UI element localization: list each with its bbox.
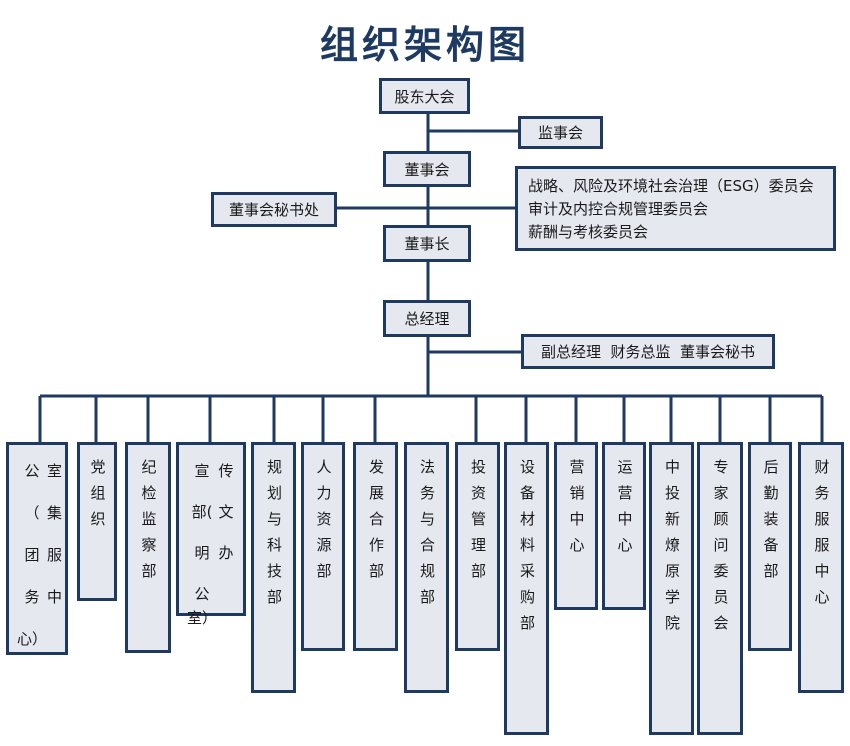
office-char: （ bbox=[24, 504, 40, 522]
planning-technology-box: 规划与科技部 bbox=[251, 442, 296, 693]
logistics-equipment-box: 后勤装备部 bbox=[748, 442, 792, 651]
publicity-char: 明 bbox=[194, 544, 210, 562]
development-cooperation-label: 发展合作部 bbox=[367, 459, 385, 589]
academy-box: 中投新燎原学院 bbox=[649, 442, 694, 735]
development-cooperation-box: 发展合作部 bbox=[353, 442, 398, 651]
party-organization-label: 党组织 bbox=[88, 459, 107, 537]
marketing-center-label: 营销中心 bbox=[567, 459, 586, 563]
discipline-inspection-label: 纪检监察部 bbox=[139, 459, 158, 589]
board-secretary-office-box: 董事会秘书处 bbox=[211, 192, 337, 227]
investment-management-box: 投资管理部 bbox=[455, 442, 500, 651]
executive-officers-box: 副总经理 财务总监 董事会秘书 bbox=[521, 334, 775, 369]
office-char: 室 bbox=[47, 462, 63, 480]
publicity-department-box: 宣 传 部( 文 明 办 公室） bbox=[176, 442, 246, 627]
investment-management-label: 投资管理部 bbox=[469, 459, 487, 589]
committee-compensation: 薪酬与考核委员会 bbox=[528, 223, 649, 241]
office-char: 心） bbox=[17, 630, 48, 648]
supervisory-board-box: 监事会 bbox=[518, 116, 603, 149]
publicity-char: 宣 bbox=[194, 462, 210, 480]
party-organization-box: 党组织 bbox=[77, 442, 117, 601]
planning-technology-label: 规划与科技部 bbox=[265, 459, 283, 615]
operations-center-box: 运营中心 bbox=[602, 442, 646, 610]
office-char: 中 bbox=[47, 588, 63, 606]
office-group-service-center-box: 公 室 （ 集 团 服 务 中 心） bbox=[6, 442, 68, 655]
office-char: 服 bbox=[47, 546, 63, 564]
marketing-center-box: 营销中心 bbox=[554, 442, 598, 610]
publicity-char: 公室） bbox=[187, 585, 218, 627]
committee-audit: 审计及内控合规管理委员会 bbox=[528, 200, 709, 218]
publicity-char: 部( bbox=[191, 503, 213, 521]
office-char: 集 bbox=[47, 504, 63, 522]
expert-advisory-committee-box: 专家顾问委员会 bbox=[697, 442, 743, 735]
legal-compliance-box: 法务与合规部 bbox=[404, 442, 449, 693]
board-of-directors-box: 董事会 bbox=[383, 151, 471, 187]
finance-service-center-label: 财务服服中心 bbox=[812, 459, 831, 615]
office-char: 务 bbox=[24, 588, 40, 606]
publicity-char: 办 bbox=[218, 544, 234, 562]
academy-label: 中投新燎原学院 bbox=[663, 459, 681, 641]
publicity-char: 传 bbox=[218, 462, 234, 480]
expert-advisory-committee-label: 专家顾问委员会 bbox=[711, 459, 730, 641]
office-char: 公 bbox=[24, 462, 40, 480]
committee-esg: 战略、风险及环境社会治理（ESG）委员会 bbox=[528, 177, 814, 195]
board-committees-box: 战略、风险及环境社会治理（ESG）委员会 审计及内控合规管理委员会 薪酬与考核委… bbox=[515, 166, 836, 251]
page-title: 组织架构图 bbox=[319, 23, 530, 67]
discipline-inspection-box: 纪检监察部 bbox=[125, 442, 171, 653]
human-resources-box: 人力资源部 bbox=[301, 442, 345, 651]
office-char: 团 bbox=[24, 546, 40, 564]
finance-service-center-box: 财务服服中心 bbox=[798, 442, 844, 693]
shareholders-meeting-box: 股东大会 bbox=[379, 78, 470, 114]
human-resources-label: 人力资源部 bbox=[314, 459, 333, 589]
publicity-char: 文 bbox=[218, 503, 234, 521]
operations-center-label: 运营中心 bbox=[615, 459, 634, 563]
chairman-box: 董事长 bbox=[383, 225, 471, 262]
equipment-procurement-label: 设备材料采购部 bbox=[518, 459, 536, 641]
legal-compliance-label: 法务与合规部 bbox=[418, 459, 436, 615]
logistics-equipment-label: 后勤装备部 bbox=[761, 459, 780, 589]
general-manager-box: 总经理 bbox=[383, 300, 471, 337]
equipment-procurement-box: 设备材料采购部 bbox=[504, 442, 549, 735]
